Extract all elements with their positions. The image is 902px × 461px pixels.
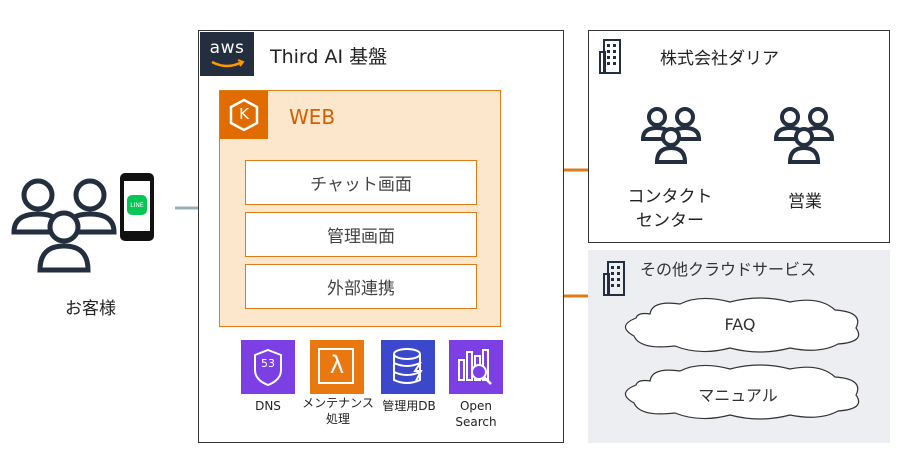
opensearch-icon [449,340,503,394]
faq-cloud-shape [624,297,860,353]
service-label-opensearch: Open Search [455,399,497,429]
route53-icon: 53 [241,340,295,394]
service-label-maintenance: メンテナンス 処理 [302,396,374,426]
faq-label: FAQ [724,315,756,334]
web-title: WEB [289,105,336,129]
service-label-admin-db: 管理用DB [382,399,436,413]
company-title: 株式会社ダリア [660,49,779,69]
customer-group: LINE お客様 [10,170,170,320]
sales-label: 営業 [788,192,822,212]
line-app-icon: LINE [127,195,147,215]
customers-icon [11,178,117,273]
panel-label: 管理画面 [327,227,395,247]
aws-logo-text: aws [209,38,245,58]
other-cloud-title: その他クラウドサービス [640,260,817,279]
line-badge-text: LINE [130,201,144,209]
contact-center-label: コンタクト センター [627,187,713,231]
admin-screen-panel[interactable]: 管理画面 [245,212,477,257]
panel-label: チャット画面 [310,175,412,195]
manual-cloud-shape [624,364,860,420]
route53-icon-text: 53 [261,357,275,370]
contact-center-users-icon [640,107,702,164]
sales-users-icon [773,107,835,164]
service-label-dns: DNS [255,399,281,413]
external-integration-panel[interactable]: 外部連携 [245,264,477,309]
customer-label: お客様 [65,299,116,319]
panel-label: 外部連携 [327,279,395,299]
lambda-icon-text: λ [329,351,345,379]
building-icon [603,261,625,296]
manual-label: マニュアル [698,386,778,405]
lambda-icon: λ [310,340,364,394]
company-container [588,30,890,243]
dynamodb-icon [381,340,435,394]
aws-title: Third AI 基盤 [270,46,388,68]
smartphone-icon: LINE [120,173,154,241]
kubernetes-icon-letter: K [239,105,249,123]
kubernetes-icon: K [220,91,268,139]
chat-screen-panel[interactable]: チャット画面 [245,160,477,205]
aws-logo-icon: aws [200,32,254,76]
building-icon [599,39,621,74]
